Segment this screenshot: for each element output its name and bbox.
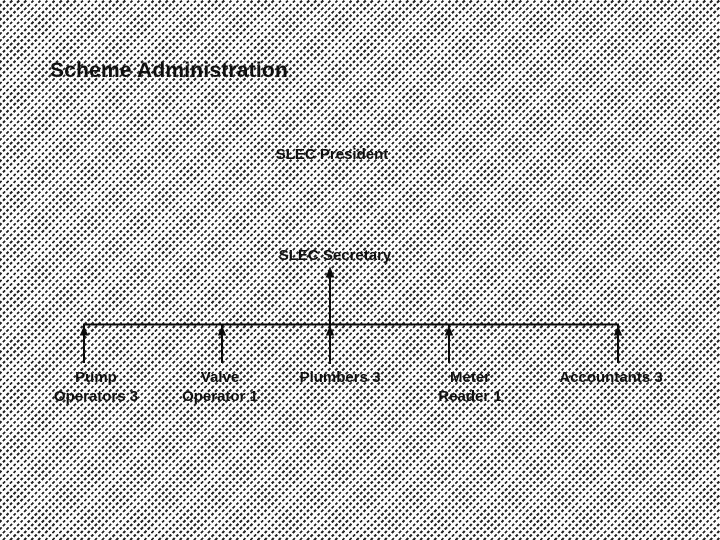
org-node-label-line: Accountants 3 <box>559 369 663 386</box>
org-node-secretary: SLEC Secretary <box>278 247 392 264</box>
arrowhead-up-pump <box>79 325 89 336</box>
org-node-plumbers: Plumbers 3 <box>300 368 381 387</box>
org-node-pump-operators: Pump Operators 3 <box>54 368 138 406</box>
org-node-accountants: Accountants 3 <box>559 368 662 387</box>
org-node-label-line: Pump <box>75 369 117 386</box>
org-node-president: SLEC President <box>275 146 389 163</box>
org-node-valve-operator: Valve Operator 1 <box>182 368 258 406</box>
arrowhead-up-meter <box>444 325 454 336</box>
arrowhead-up-accountants <box>613 325 623 336</box>
org-node-label-line: Plumbers 3 <box>299 369 381 386</box>
slide-title: Scheme Administration <box>50 59 288 82</box>
arrowhead-up-secretary <box>325 266 335 278</box>
org-node-label-line: Valve <box>200 369 240 386</box>
arrowhead-up-valve <box>217 325 227 336</box>
org-node-label-line: Reader 1 <box>438 388 502 405</box>
arrowhead-up-plumbers <box>325 325 335 336</box>
org-node-label-line: Operators 3 <box>53 388 139 405</box>
org-node-label-line: Operator 1 <box>182 388 258 405</box>
org-node-label-line: Meter <box>449 369 490 386</box>
org-node-meter-reader: Meter Reader 1 <box>438 368 501 406</box>
